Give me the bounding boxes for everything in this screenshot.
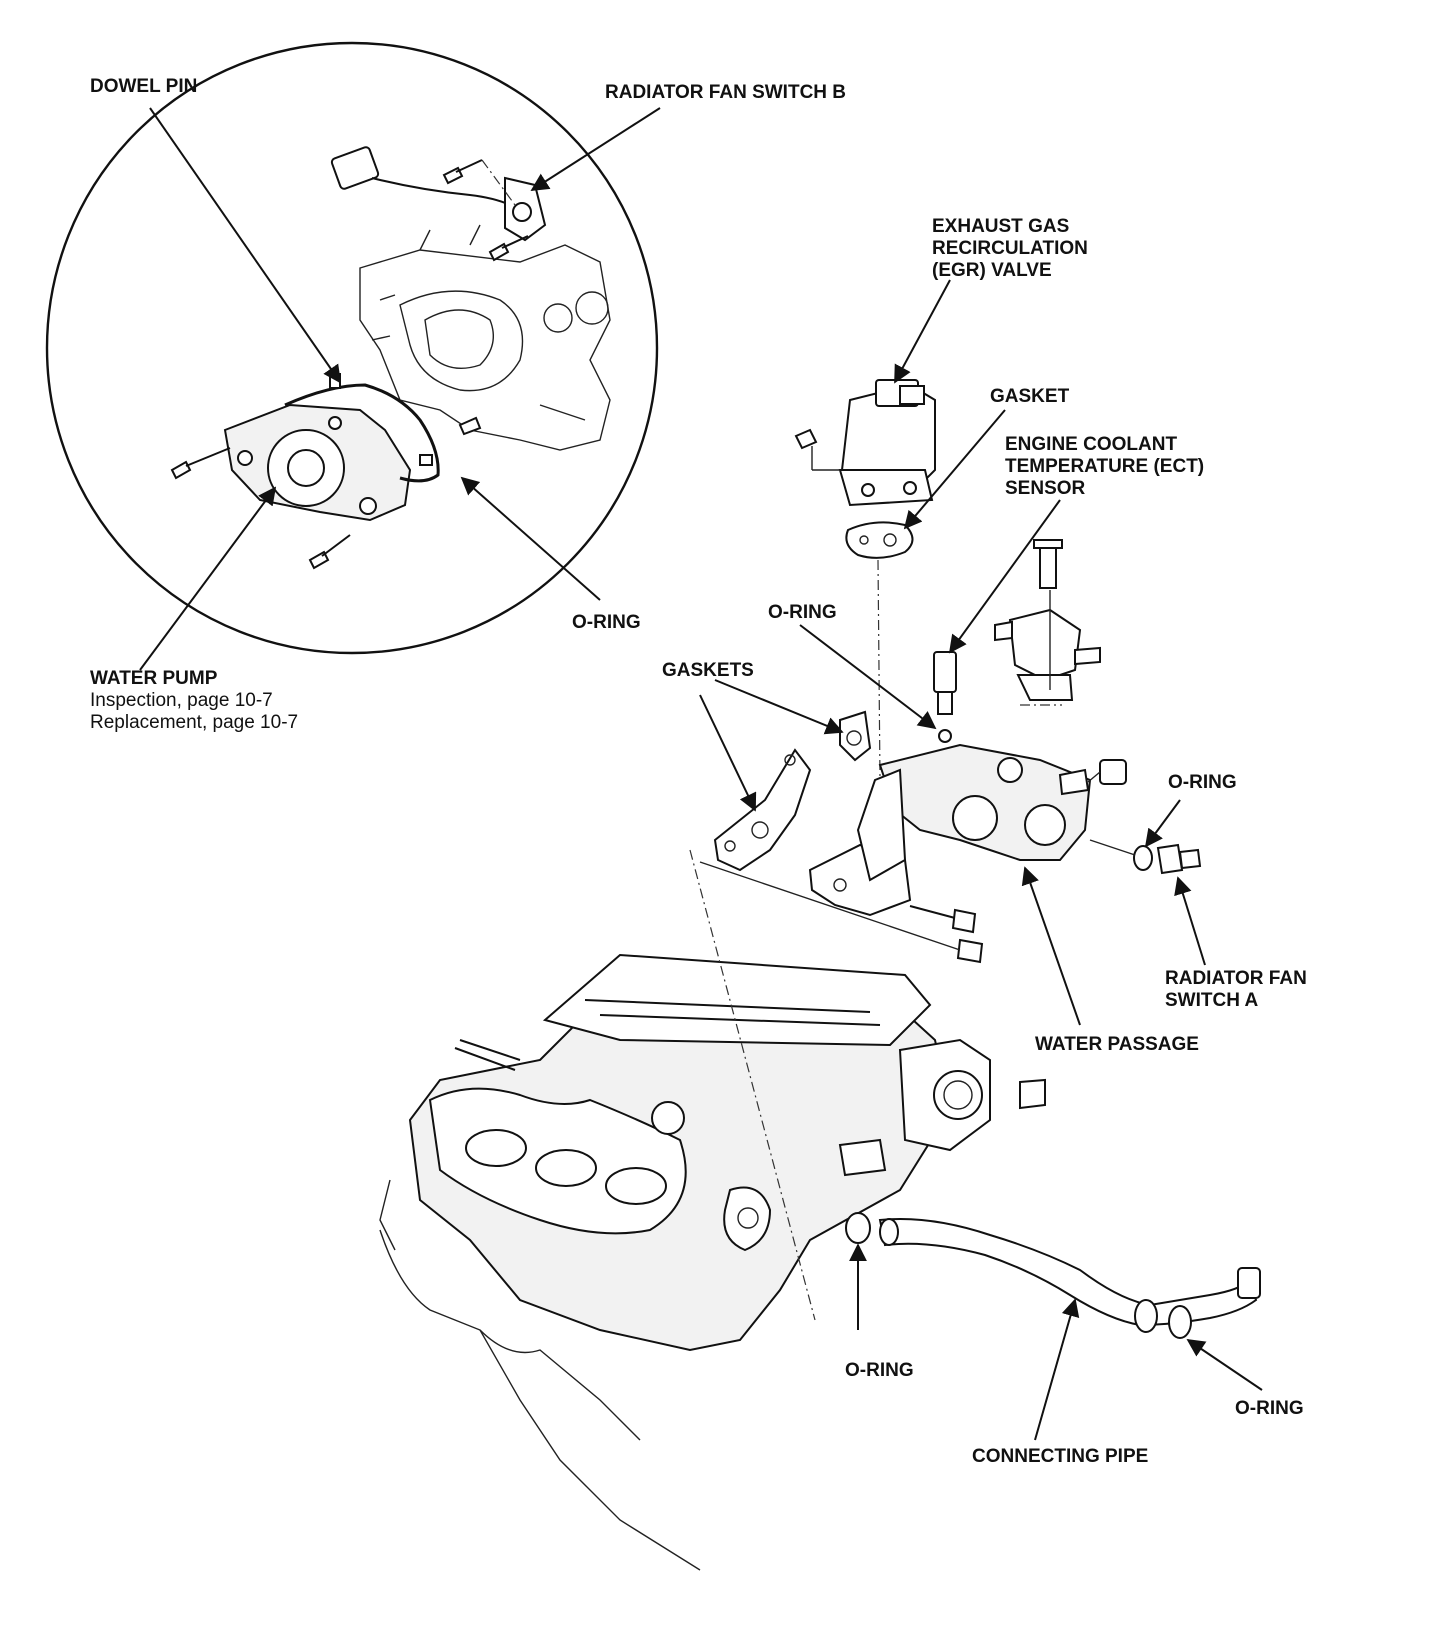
label-ect-line1: ENGINE COOLANT	[1005, 434, 1178, 455]
detail-circle	[45, 41, 659, 655]
gaskets-part	[713, 710, 872, 872]
label-o-ring-ect: O-RING	[768, 602, 837, 623]
label-o-ring-pipe-rear: O-RING	[1235, 1398, 1304, 1419]
connecting-pipe-part	[845, 1212, 1261, 1339]
water-pump-part	[170, 373, 482, 570]
leader-lines	[139, 107, 1263, 1441]
label-egr-line1: EXHAUST GAS	[932, 216, 1070, 237]
label-radiator-fan-switch-a: RADIATOR FAN SWITCH A	[1165, 968, 1307, 1012]
label-water-pump: WATER PUMP Inspection, page 10-7 Replace…	[90, 668, 298, 734]
label-water-pump-inspection: Inspection, page 10-7	[90, 690, 273, 711]
leader-fan-switch-b	[530, 107, 661, 191]
housing-bolts	[699, 861, 984, 964]
label-radiator-fan-switch-b: RADIATOR FAN SWITCH B	[605, 82, 847, 103]
engine-block-detail	[359, 224, 611, 451]
label-dowel-pin: DOWEL PIN	[90, 76, 198, 97]
label-water-passage: WATER PASSAGE	[1035, 1034, 1199, 1055]
radiator-fan-switch-b-part	[330, 146, 547, 262]
label-connecting-pipe: CONNECTING PIPE	[972, 1446, 1149, 1467]
upper-valve-part	[994, 539, 1101, 701]
label-water-pump-title: WATER PUMP	[90, 668, 218, 689]
label-o-ring-pipe-front: O-RING	[845, 1360, 914, 1381]
egr-gasket-part	[845, 521, 914, 559]
label-egr-valve: EXHAUST GAS RECIRCULATION (EGR) VALVE	[932, 216, 1088, 282]
label-egr-line3: (EGR) VALVE	[932, 260, 1052, 281]
engine-assembly-part	[379, 953, 1046, 1571]
leader-dowel-pin	[149, 107, 342, 384]
leader-o-ring-pump	[460, 476, 601, 601]
label-o-ring-fan-switch: O-RING	[1168, 772, 1237, 793]
leader-o-ring-fan-switch	[1144, 799, 1181, 848]
leader-egr-valve	[894, 279, 951, 384]
leader-gaskets-b	[714, 679, 844, 735]
egr-valve-part	[794, 379, 936, 507]
label-gaskets: GASKETS	[662, 660, 754, 681]
radiator-fan-switch-a-part	[1089, 839, 1202, 875]
leader-gasket	[903, 409, 1006, 530]
leader-o-ring-ect	[799, 624, 937, 730]
label-o-ring-pump: O-RING	[572, 612, 641, 633]
label-egr-line2: RECIRCULATION	[932, 238, 1088, 259]
label-ect-sensor: ENGINE COOLANT TEMPERATURE (ECT) SENSOR	[1005, 434, 1204, 500]
label-gasket: GASKET	[990, 386, 1070, 407]
leader-o-ring-pipe-rear	[1186, 1338, 1263, 1391]
leader-water-passage	[1021, 866, 1081, 1026]
leader-ect-sensor	[948, 499, 1061, 654]
label-water-pump-replacement: Replacement, page 10-7	[90, 712, 299, 733]
leader-water-pump	[139, 486, 277, 671]
label-ect-line3: SENSOR	[1005, 478, 1086, 499]
label-fan-switch-a-line1: RADIATOR FAN	[1165, 968, 1307, 989]
leader-gaskets-a	[699, 694, 757, 812]
label-ect-line2: TEMPERATURE (ECT)	[1005, 456, 1205, 477]
ect-sensor-part	[933, 651, 957, 743]
label-fan-switch-a-line2: SWITCH A	[1165, 990, 1259, 1011]
leader-fan-switch-a	[1174, 876, 1206, 966]
leader-connecting-pipe	[1034, 1298, 1080, 1441]
water-passage-part	[808, 743, 1127, 917]
